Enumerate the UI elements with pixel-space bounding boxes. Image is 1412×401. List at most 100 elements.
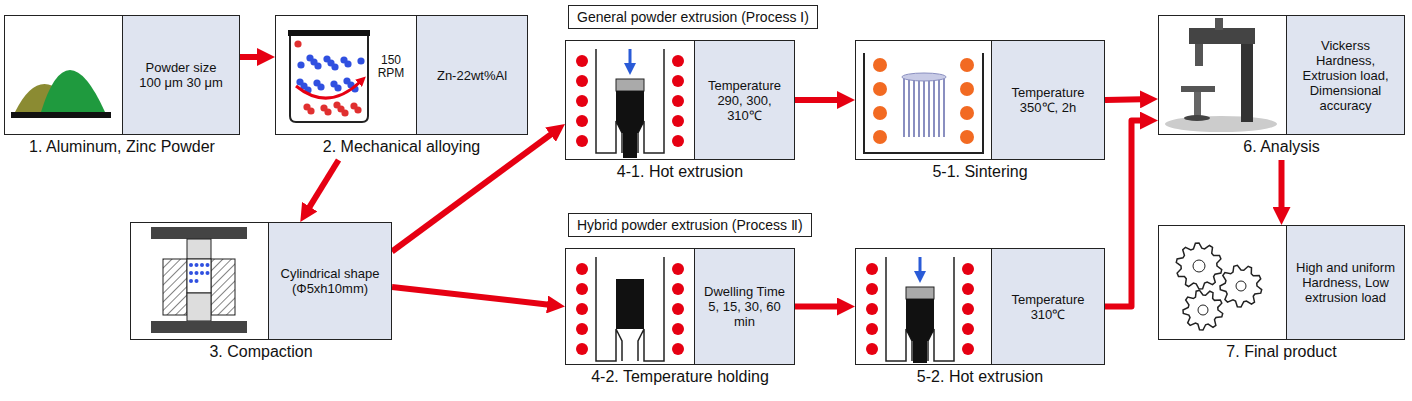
heater-dot [873,130,887,144]
parameter-panel: Temperature 290, 300, 310℃ [694,41,794,159]
ball [297,61,304,68]
ball [333,101,340,108]
step-illustration [131,223,268,338]
step-caption: 4-1. Hot extrusion [617,163,743,181]
heater-dot [672,263,684,275]
ball [323,55,330,62]
process-step: Zn-22wt%Al150 RPM2. Mechanical alloying [275,15,528,135]
step-illustration [566,249,694,363]
heater-dot [672,135,684,147]
parameter-panel: High and uniform Hardness, Low extrusion… [1286,226,1404,339]
sample-rod [938,77,940,137]
eyepiece [1215,18,1223,30]
indenter [1195,44,1203,66]
heater-dot [672,55,684,67]
sample-rod [928,77,930,137]
flow-arrow [240,54,259,60]
speed-label: 150 RPM [368,54,414,80]
heater-dot [960,58,974,72]
step-caption: 6. Analysis [1243,138,1319,156]
powder-dot [195,263,199,267]
heater-dot [873,82,887,96]
step-caption: 3. Compaction [209,343,312,361]
ball [320,104,327,111]
heater-dot [960,106,974,120]
heater-dot [866,323,878,335]
parameter-panel: Dwelling Time 5, 15, 30, 60 min [694,249,794,364]
extrudate [623,133,637,158]
step-illustration [566,41,694,158]
tester-base [1165,116,1277,132]
sample-top [902,73,946,81]
sample-rod [918,77,920,137]
process-step: Vickerss Hardness, Extrusion load, Dimen… [1158,15,1405,135]
ball [296,78,303,85]
heater-dot [576,323,588,335]
process-step: Temperature 290, 300, 310℃4-1. Hot extru… [565,40,795,160]
heater-dot [962,323,974,335]
heater-dot [672,115,684,127]
punch [906,287,934,299]
heater-dot [576,55,588,67]
sample-rod [913,77,915,137]
heater-dot [672,323,684,335]
powder-heap [41,70,105,112]
heater-dot [866,303,878,315]
punch [187,293,211,321]
parameter-text: Cylindrical shape (Φ5xh10mm) [280,266,380,296]
parameter-text: Temperature 290, 300, 310℃ [704,78,786,123]
flow-arrow [1105,121,1142,307]
powder-dot [195,279,199,283]
heater-dot [962,263,974,275]
ball [294,40,301,47]
billet [906,329,934,341]
parameter-text: High and uniform Hardness, Low extrusion… [1296,260,1396,305]
flow-arrow [392,287,549,305]
sample-rod [903,77,905,137]
powder-cavity [187,259,211,293]
gear [1220,265,1262,307]
parameter-text: Dwelling Time 5, 15, 30, 60 min [700,284,790,329]
powder-dot [189,263,193,267]
heater-dot [962,283,974,295]
press-plate [151,227,247,239]
ball [357,57,364,64]
press-arrow [919,257,922,273]
step-caption: 1. Aluminum, Zinc Powder [29,138,215,156]
sample-rod [933,77,935,137]
heater-dot [866,283,878,295]
flow-arrow [309,160,339,208]
anvil [1181,86,1215,92]
parameter-text: Vickerss Hardness, Extrusion load, Dimen… [1293,38,1398,113]
step-illustration [5,16,122,133]
heater-dot [576,95,588,107]
screw [1194,92,1201,118]
press-arrow [629,49,632,65]
step-caption: 5-1. Sintering [932,163,1027,181]
ball [330,80,337,87]
group-title: General powder extrusion (Process Ⅰ) [577,9,809,25]
process-step: High and uniform Hardness, Low extrusion… [1158,225,1405,340]
powder-dot [200,263,204,267]
tester-head [1189,28,1255,44]
parameter-text: Powder size 100 μm 30 μm [136,60,226,90]
sample-rod [908,77,910,137]
ball [306,54,313,61]
ball [350,102,357,109]
heater-dot [576,303,588,315]
parameter-text: Zn-22wt%Al [437,68,507,83]
heater-dot [873,58,887,72]
step-caption: 5-2. Hot extrusion [917,368,1043,386]
heater-dot [672,75,684,87]
process-header: General powder extrusion (Process Ⅰ) [568,5,818,29]
process-step: Cylindrical shape (Φ5xh10mm)3. Compactio… [130,222,392,340]
billet [616,121,644,133]
flow-arrow [1279,160,1285,209]
heater-dot [672,303,684,315]
heater-dot [873,106,887,120]
step-illustration [1159,16,1286,133]
heater-dot [576,115,588,127]
jar-lid [288,30,370,36]
heater-dot [866,263,878,275]
